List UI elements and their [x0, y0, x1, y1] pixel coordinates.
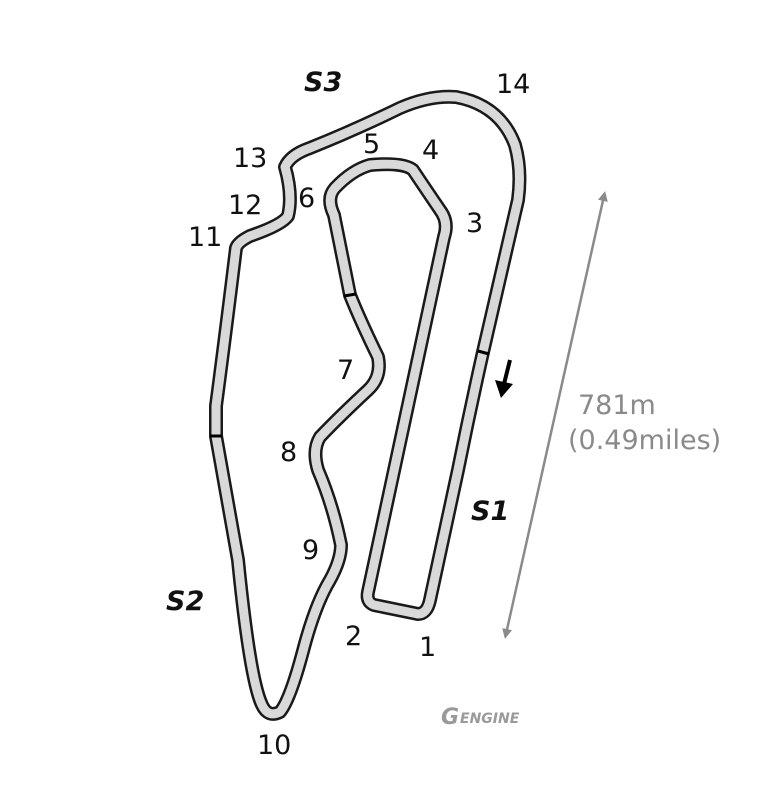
corner-label-6: 6 — [298, 183, 315, 214]
corner-label-10: 10 — [257, 730, 291, 761]
sector-label-s2: S2 — [166, 586, 204, 617]
corner-label-12: 12 — [228, 190, 262, 221]
track-length-miles: (0.49miles) — [568, 425, 721, 456]
length-scale-arrow — [502, 191, 608, 639]
corner-label-3: 3 — [466, 208, 483, 239]
sector-label-s3: S3 — [304, 67, 342, 98]
corner-label-1: 1 — [419, 632, 436, 663]
corner-label-4: 4 — [422, 135, 439, 166]
corner-label-14: 14 — [496, 69, 530, 100]
sector-marker-s1 — [477, 349, 490, 356]
logo-mark: G — [441, 705, 459, 730]
corner-label-11: 11 — [188, 222, 222, 253]
corner-label-2: 2 — [345, 621, 362, 652]
track-length-metres: 781m — [578, 390, 656, 421]
sector-label-s1: S1 — [471, 496, 509, 527]
logo-text: ENGINE — [460, 711, 520, 727]
corner-label-7: 7 — [337, 355, 354, 386]
track-surface — [211, 92, 524, 719]
corner-label-8: 8 — [280, 437, 297, 468]
corner-label-5: 5 — [363, 129, 380, 160]
corner-label-9: 9 — [302, 535, 319, 566]
sector-marker-s3 — [343, 292, 357, 298]
arrow-down-icon — [495, 359, 513, 398]
gtengine-logo: G ENGINE — [441, 705, 520, 730]
corner-label-13: 13 — [233, 143, 267, 174]
